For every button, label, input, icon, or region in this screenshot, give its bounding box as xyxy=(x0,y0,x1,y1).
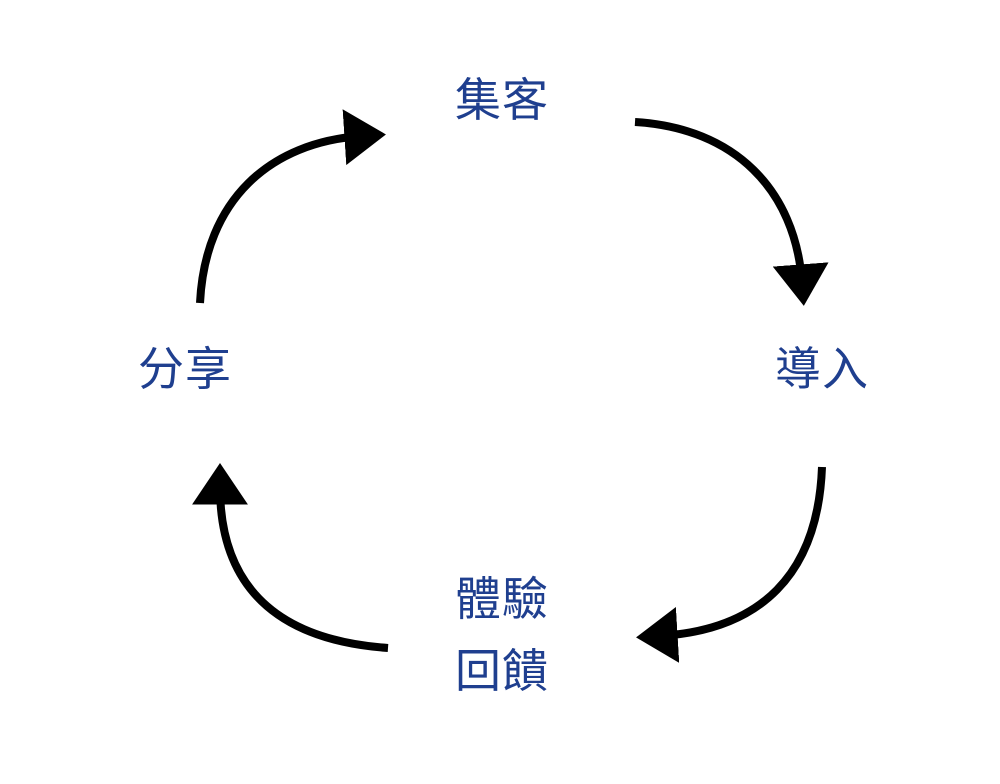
node-share: 分享 xyxy=(138,342,232,396)
arrow-right-to-bottom xyxy=(636,466,826,663)
node-onboarding: 導入 xyxy=(775,342,869,396)
arrow-bottom-to-left xyxy=(192,463,389,652)
arrow-top-to-right xyxy=(634,118,829,306)
node-feedback-label: 回饋 xyxy=(455,644,549,698)
arrow-left-to-top xyxy=(196,109,386,304)
node-collect-customers: 集客 xyxy=(455,73,549,127)
node-experience-feedback: 體驗 回饋 xyxy=(455,563,549,707)
node-experience-label: 體驗 xyxy=(455,572,549,626)
